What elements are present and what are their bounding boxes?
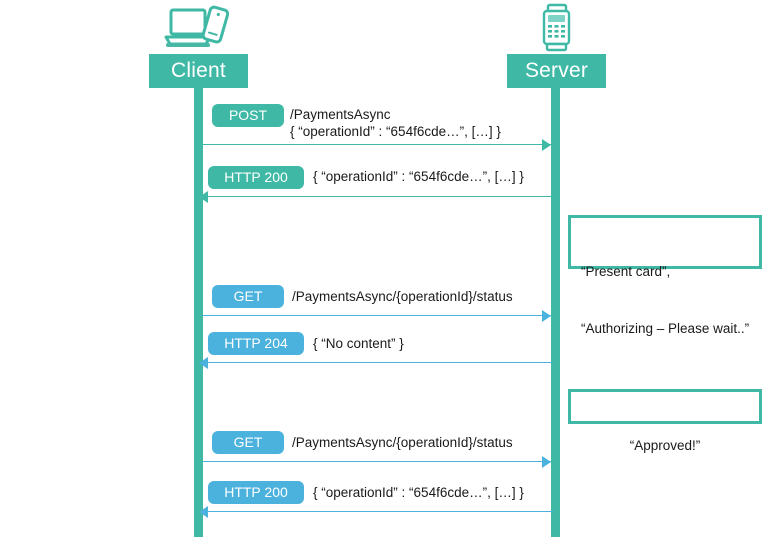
note-present-card-line2: “Authorizing – Please wait..” [581, 321, 750, 336]
lifeline-server [551, 88, 560, 537]
message-line-post [203, 144, 551, 145]
actor-label-client: Client [171, 59, 226, 82]
message-text-post-line1: /PaymentsAsync [290, 107, 391, 122]
arrow-head-get-1 [542, 310, 551, 322]
badge-get-2: GET [212, 431, 284, 454]
payment-terminal-icon [530, 2, 582, 54]
note-approved-line1: “Approved!” [629, 438, 701, 453]
message-line-http-204 [203, 362, 553, 363]
badge-post: POST [212, 104, 284, 127]
badge-http-204: HTTP 204 [208, 332, 304, 355]
note-present-card-line1: “Present card”, [581, 264, 671, 279]
badge-get-1: GET [212, 285, 284, 308]
message-line-http-200-final [203, 511, 553, 512]
actor-header-server: Server [507, 54, 606, 88]
message-line-http-200-accepted [203, 196, 553, 197]
badge-http-200-accepted: HTTP 200 [208, 166, 304, 189]
message-text-http-200-accepted: { “operationId” : “654f6cde…”, […] } [313, 169, 524, 184]
arrow-head-http-204 [199, 357, 208, 369]
arrow-head-post [542, 139, 551, 151]
laptop-phone-icon [163, 4, 233, 52]
message-text-get-2: /PaymentsAsync/{operationId}/status [292, 435, 513, 450]
message-text-http-204: { “No content” } [313, 336, 404, 351]
message-text-http-200-final: { “operationId” : “654f6cde…”, […] } [313, 485, 524, 500]
arrow-head-get-2 [542, 456, 551, 468]
lifeline-client [194, 88, 203, 537]
arrow-head-http-200-final [199, 506, 208, 518]
arrow-head-http-200-accepted [199, 191, 208, 203]
message-text-get-1: /PaymentsAsync/{operationId}/status [292, 289, 513, 304]
message-line-get-1 [203, 315, 551, 316]
actor-label-server: Server [524, 59, 589, 82]
note-approved: “Approved!” [568, 389, 762, 453]
message-text-post-line2: { “operationId” : “654f6cde…”, […] } [290, 124, 501, 139]
note-present-card: “Present card”, “Authorizing – Please wa… [568, 215, 762, 336]
badge-http-200-final: HTTP 200 [208, 481, 304, 504]
actor-header-client: Client [149, 54, 248, 88]
message-line-get-2 [203, 461, 551, 462]
